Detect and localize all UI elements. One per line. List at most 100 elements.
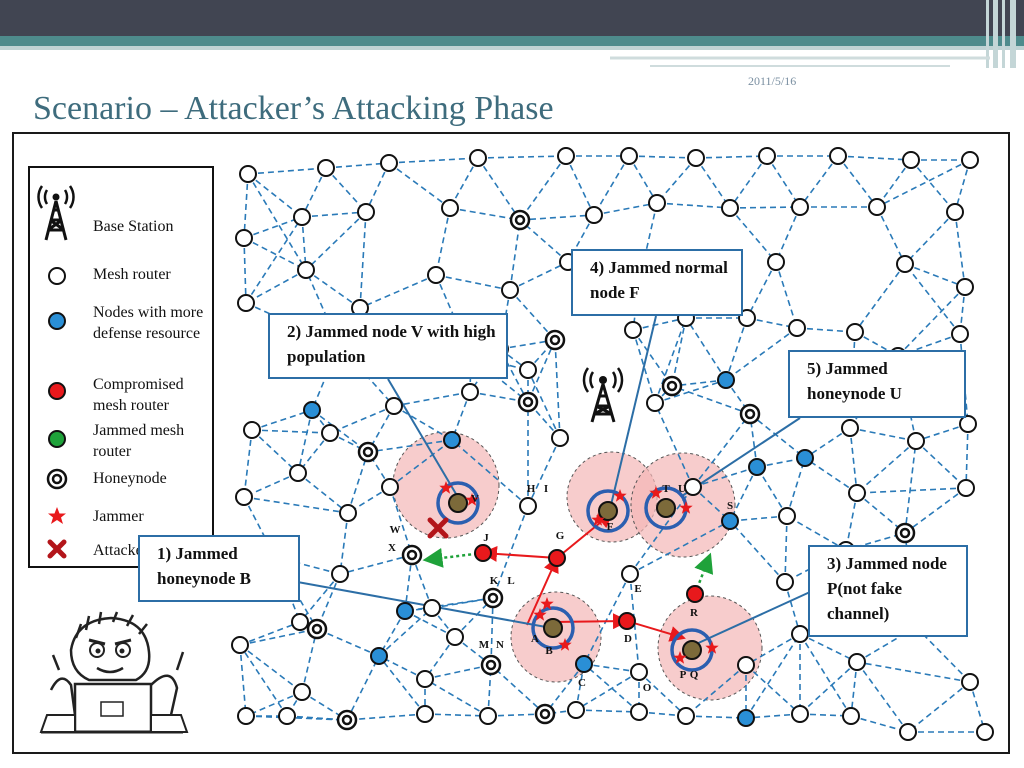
mesh-router — [791, 625, 809, 643]
mesh-link — [316, 628, 380, 657]
mesh-router — [829, 147, 847, 165]
top-stripe-light — [0, 46, 1024, 50]
top-stripe — [0, 36, 1024, 46]
mesh-router — [767, 253, 785, 271]
honeynode — [739, 403, 761, 425]
mesh-router — [243, 421, 261, 439]
mesh-link — [837, 155, 912, 161]
mesh-router — [291, 613, 309, 631]
attack-arrow — [626, 620, 686, 642]
jammed-node-ring — [436, 481, 480, 525]
honeynode-inner — [514, 214, 526, 226]
node-label-u: U — [678, 483, 686, 495]
mesh-link — [856, 492, 906, 534]
callout-pointer — [387, 378, 460, 500]
mesh-router — [956, 278, 974, 296]
mesh-router — [684, 478, 702, 496]
mesh-link — [305, 269, 361, 309]
mesh-link — [297, 472, 349, 514]
mesh-link — [632, 317, 687, 331]
mesh-router — [848, 484, 866, 502]
mesh-link — [305, 211, 367, 271]
mesh-link — [856, 661, 909, 733]
node-label-l: L — [507, 575, 514, 587]
mesh-link — [393, 405, 453, 441]
legend-label-attacker: Attacker — [93, 542, 149, 559]
node-label-o: O — [643, 682, 652, 694]
defense-node — [721, 512, 739, 530]
legend-label-base-station: Base Station — [93, 218, 174, 235]
mesh-router — [231, 636, 249, 654]
mesh-link — [477, 157, 521, 221]
mesh-router — [907, 432, 925, 450]
mesh-link — [388, 162, 451, 209]
node-label-x: X — [388, 542, 396, 554]
mesh-router — [738, 309, 756, 327]
mesh-link — [904, 440, 917, 534]
mesh-link — [509, 219, 521, 291]
mesh-router — [687, 149, 705, 167]
mesh-router — [677, 707, 695, 725]
defense-node — [396, 602, 414, 620]
mesh-router — [416, 705, 434, 723]
mesh-link — [451, 439, 529, 507]
mesh-router — [385, 397, 403, 415]
mesh-link — [654, 317, 687, 404]
mesh-router — [235, 488, 253, 506]
mesh-link — [915, 423, 969, 442]
mesh-router — [737, 656, 755, 674]
mesh-link — [910, 159, 956, 213]
mesh-link — [490, 664, 546, 715]
mesh-router — [624, 321, 642, 339]
mesh-router — [321, 424, 339, 442]
node-label-h: H — [527, 483, 536, 495]
legend-icons — [37, 185, 75, 559]
mesh-router — [721, 199, 739, 217]
jammer-icon — [558, 638, 572, 651]
callout-pointer — [693, 591, 811, 646]
mesh-link — [435, 207, 451, 276]
jammed-node-core — [448, 493, 468, 513]
mesh-link — [243, 216, 303, 239]
mesh-router — [235, 229, 253, 247]
mesh-link — [856, 626, 917, 663]
mesh-link — [695, 157, 731, 209]
attack-arrow — [526, 556, 559, 626]
mesh-link — [671, 317, 687, 387]
mesh-link — [849, 427, 858, 494]
honeynode — [534, 703, 556, 725]
mesh-link — [243, 496, 349, 514]
mesh-link — [311, 409, 369, 453]
mesh-router — [293, 208, 311, 226]
jammer-icon — [465, 493, 479, 506]
mesh-router — [237, 294, 255, 312]
mesh-link — [775, 206, 801, 263]
mesh-link — [849, 427, 917, 442]
node-label-p: P — [680, 669, 687, 681]
mesh-router — [896, 255, 914, 273]
mesh-link — [904, 211, 956, 265]
mesh-router — [846, 323, 864, 341]
mesh-link — [745, 633, 801, 719]
mesh-router-icon — [48, 267, 66, 285]
mesh-link — [544, 663, 585, 715]
mesh-link — [766, 155, 801, 208]
mesh-link — [243, 429, 253, 498]
mesh-link — [725, 327, 798, 381]
mesh-router — [788, 319, 806, 337]
attacker-cartoon — [31, 610, 193, 740]
mesh-link — [389, 439, 453, 488]
mesh-router — [648, 194, 666, 212]
mesh-link — [239, 644, 247, 717]
mesh-link — [329, 405, 395, 434]
mesh-link — [245, 691, 303, 717]
mesh-link — [876, 159, 971, 208]
mesh-link — [729, 520, 786, 583]
slide-title: Scenario – Attacker’s Attacking Phase — [33, 90, 554, 127]
node-label-w: W — [390, 524, 401, 536]
honeynode — [306, 618, 328, 640]
node-label-g: G — [556, 530, 565, 542]
mesh-router — [848, 653, 866, 671]
honeynode-inner — [744, 408, 756, 420]
mesh-link — [692, 413, 751, 488]
